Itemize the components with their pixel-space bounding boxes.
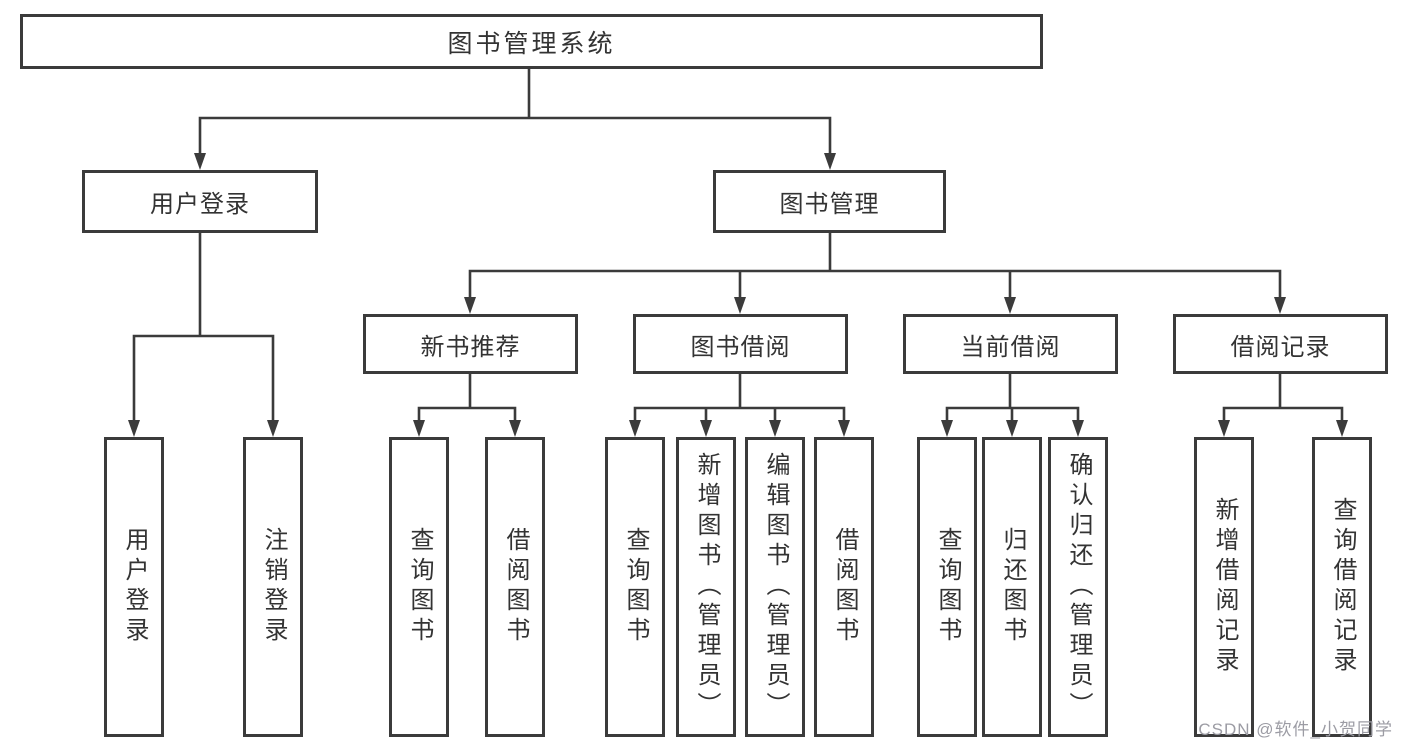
- leaf-logout-label: 注销登录: [260, 527, 287, 647]
- leaf-cb-query-books: 查询图书: [917, 437, 977, 737]
- leaf-bb-borrow-books-label: 借阅图书: [831, 527, 858, 647]
- leaf-br-query-record-label: 查询借阅记录: [1329, 497, 1356, 677]
- csdn-watermark: CSDN @软件_小贺同学: [1198, 720, 1393, 739]
- leaf-nb-query-books: 查询图书: [389, 437, 449, 737]
- leaf-br-add-record: 新增借阅记录: [1194, 437, 1254, 737]
- node-borrowing-records-label: 借阅记录: [1230, 333, 1331, 361]
- node-book-borrowing-label: 图书借阅: [690, 333, 791, 361]
- node-user-login: 用户登录: [82, 170, 318, 233]
- leaf-nb-borrow-books-label: 借阅图书: [502, 527, 529, 647]
- node-borrowing-records: 借阅记录: [1173, 314, 1388, 374]
- leaf-bb-query-books-label: 查询图书: [622, 527, 649, 647]
- node-user-login-label: 用户登录: [150, 191, 250, 218]
- leaf-cb-confirm-return-admin: 确认归还（管理员）: [1048, 437, 1108, 737]
- node-book-management: 图书管理: [713, 170, 946, 233]
- leaf-nb-query-books-label: 查询图书: [406, 527, 433, 647]
- leaf-cb-return-books-label: 归还图书: [999, 527, 1026, 647]
- leaf-cb-confirm-return-admin-label: 确认归还（管理员）: [1065, 452, 1092, 722]
- leaf-cb-return-books: 归还图书: [982, 437, 1042, 737]
- leaf-nb-borrow-books: 借阅图书: [485, 437, 545, 737]
- leaf-user-login: 用户登录: [104, 437, 164, 737]
- node-root-label: 图书管理系统: [447, 29, 616, 58]
- leaf-bb-add-books-admin-label: 新增图书（管理员）: [693, 452, 720, 722]
- leaf-bb-borrow-books: 借阅图书: [814, 437, 874, 737]
- leaf-bb-edit-books-admin-label: 编辑图书（管理员）: [762, 452, 789, 722]
- leaf-bb-query-books: 查询图书: [605, 437, 665, 737]
- leaf-br-query-record: 查询借阅记录: [1312, 437, 1372, 737]
- node-library-management-system: 图书管理系统: [20, 14, 1043, 69]
- leaf-logout: 注销登录: [243, 437, 303, 737]
- node-book-management-label: 图书管理: [779, 191, 880, 218]
- leaf-bb-add-books-admin: 新增图书（管理员）: [676, 437, 736, 737]
- node-new-book-recommendation: 新书推荐: [363, 314, 578, 374]
- node-new-book-recommendation-label: 新书推荐: [420, 333, 521, 361]
- leaf-cb-query-books-label: 查询图书: [934, 527, 961, 647]
- leaf-br-add-record-label: 新增借阅记录: [1211, 497, 1238, 677]
- leaf-user-login-label: 用户登录: [121, 527, 148, 647]
- leaf-bb-edit-books-admin: 编辑图书（管理员）: [745, 437, 805, 737]
- node-book-borrowing: 图书借阅: [633, 314, 848, 374]
- node-current-borrowing: 当前借阅: [903, 314, 1118, 374]
- node-current-borrowing-label: 当前借阅: [960, 333, 1061, 361]
